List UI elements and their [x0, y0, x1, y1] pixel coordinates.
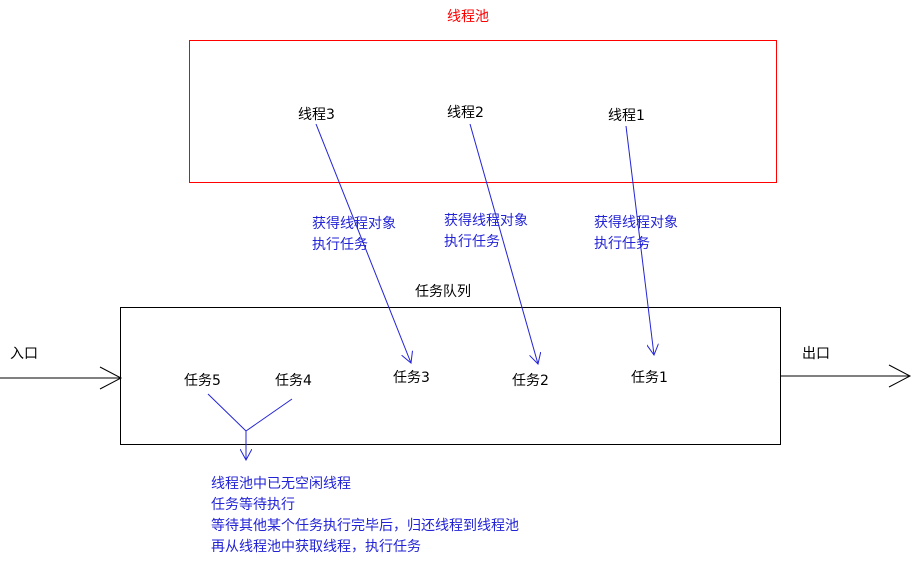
thread-3-label: 线程3: [298, 107, 335, 123]
task-queue-box: [120, 307, 781, 445]
thread-1-label: 线程1: [608, 108, 645, 124]
exit-label: 出口: [802, 346, 830, 362]
note-line-2: 任务等待执行: [211, 497, 295, 513]
note-line-1: 线程池中已无空闲线程: [211, 476, 351, 492]
note-line-4: 再从线程池中获取线程，执行任务: [211, 539, 421, 555]
arrow-thread3-to-task3: [315, 123, 411, 363]
task-5-label: 任务5: [184, 373, 221, 389]
exit-arrow: [781, 364, 912, 388]
task-1-label: 任务1: [631, 370, 668, 386]
task-queue-title: 任务队列: [415, 284, 471, 300]
task-2-label: 任务2: [512, 373, 549, 389]
acquire-label-thread3: 获得线程对象 执行任务: [312, 214, 396, 256]
thread-2-label: 线程2: [447, 105, 484, 121]
task-3-label: 任务3: [393, 370, 430, 386]
note-line-3: 等待其他某个任务执行完毕后，归还线程到线程池: [211, 518, 519, 534]
acquire-line2: 执行任务: [312, 237, 368, 253]
acquire-label-thread2: 获得线程对象 执行任务: [444, 211, 528, 253]
acquire-line2: 执行任务: [444, 234, 500, 250]
acquire-line1: 获得线程对象: [594, 215, 678, 231]
entry-label: 入口: [10, 346, 38, 362]
acquire-label-thread1: 获得线程对象 执行任务: [594, 213, 678, 255]
entry-arrow: [0, 366, 123, 390]
waiting-tasks-arrow: [207, 393, 293, 460]
waiting-note: 线程池中已无空闲线程 任务等待执行 等待其他某个任务执行完毕后，归还线程到线程池…: [211, 474, 519, 558]
acquire-line1: 获得线程对象: [444, 213, 528, 229]
arrow-thread2-to-task2: [469, 123, 538, 364]
arrow-thread1-to-task1: [625, 125, 654, 355]
task-4-label: 任务4: [275, 373, 312, 389]
acquire-line1: 获得线程对象: [312, 216, 396, 232]
thread-pool-title: 线程池: [447, 9, 489, 25]
thread-pool-box: [189, 40, 777, 183]
acquire-line2: 执行任务: [594, 236, 650, 252]
